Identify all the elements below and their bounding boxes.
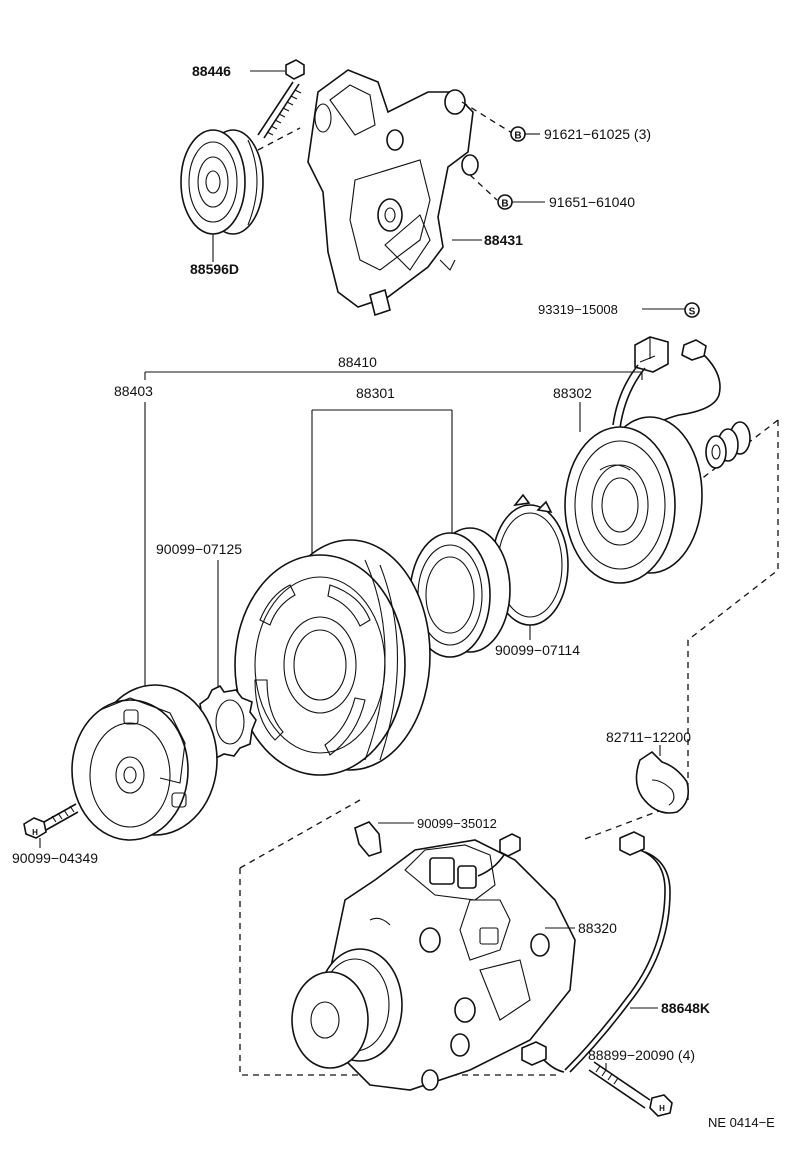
svg-text:B: B — [501, 199, 508, 210]
svg-text:H: H — [32, 828, 38, 837]
label-90099-07114: 90099−07114 — [495, 642, 580, 658]
label-88446: 88446 — [192, 63, 231, 79]
svg-text:S: S — [689, 307, 696, 318]
label-91651-61040: 91651−61040 — [549, 194, 635, 210]
bearing-88301 — [409, 527, 511, 658]
shims — [705, 421, 751, 469]
label-88410: 88410 — [338, 354, 377, 370]
label-82711-12200: 82711−12200 — [606, 729, 691, 745]
svg-text:B: B — [514, 131, 521, 142]
marker-b1: B — [510, 126, 540, 142]
label-90099-04349: 90099−04349 — [12, 850, 98, 866]
label-90099-35012: 90099−35012 — [417, 816, 497, 831]
label-88648k: 88648K — [661, 1000, 710, 1016]
bolt-88446 — [250, 59, 305, 139]
label-88403: 88403 — [114, 383, 153, 399]
pressure-plate-88403 — [71, 684, 218, 841]
label-88320: 88320 — [578, 920, 617, 936]
label-88596d: 88596D — [190, 261, 239, 277]
label-88302: 88302 — [553, 385, 592, 401]
label-90099-07125: 90099−07125 — [156, 541, 242, 557]
compressor-envelope — [239, 419, 779, 1076]
marker-s: S — [642, 302, 700, 318]
assembly-bracket-88410 — [144, 371, 643, 690]
idler-pulley-88596d — [180, 127, 301, 262]
compressor-bracket-88431 — [307, 69, 513, 317]
compressor-88320 — [291, 833, 576, 1091]
label-88431: 88431 — [484, 232, 523, 248]
svg-text:H: H — [659, 1104, 665, 1113]
footer-code: NE 0414−E — [708, 1115, 775, 1130]
label-88899-20090: 88899−20090 (4) — [588, 1047, 695, 1063]
pulley-rotor — [234, 539, 431, 776]
coil-wire-harness — [612, 336, 721, 431]
marker-b2: B — [497, 194, 545, 210]
wire-88648k — [521, 831, 671, 1073]
bracket-90099-35012 — [354, 821, 414, 857]
label-93319-15008: 93319−15008 — [538, 302, 618, 317]
bolt-90099-04349: H — [23, 803, 79, 848]
bolt-88899-20090: H — [588, 1061, 673, 1117]
stator-coil-88302 — [564, 416, 703, 584]
label-88301: 88301 — [356, 385, 395, 401]
label-91621-61025: 91621−61025 (3) — [544, 126, 651, 142]
clamp-82711-12200 — [635, 745, 690, 814]
